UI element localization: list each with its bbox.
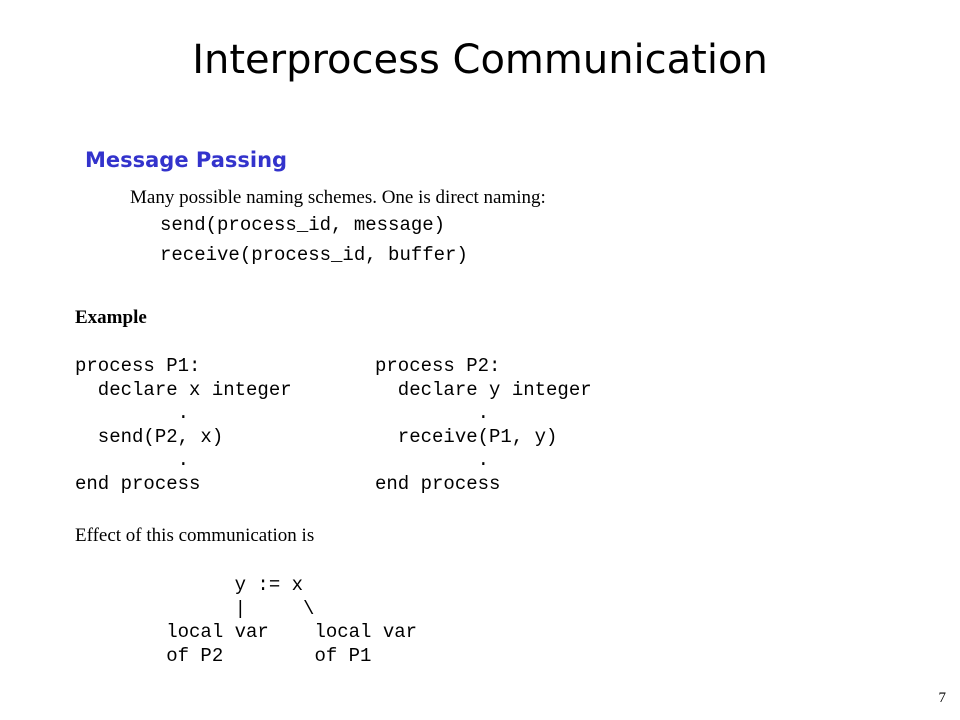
effect-label: Effect of this communication is xyxy=(75,525,315,546)
receive-syntax-line: receive(process_id, buffer) xyxy=(160,244,468,266)
slide-title: Interprocess Communication xyxy=(192,37,768,83)
slide-number: 7 xyxy=(938,690,947,706)
send-syntax-line: send(process_id, message) xyxy=(160,214,446,236)
example-label: Example xyxy=(75,307,147,328)
process-p1-code: process P1: declare x integer . send(P2,… xyxy=(75,355,292,495)
process-p2-code: process P2: declare y integer . receive(… xyxy=(375,355,592,495)
section-heading: Message Passing xyxy=(85,148,288,172)
intro-text: Many possible naming schemes. One is dir… xyxy=(130,187,546,208)
effect-diagram: y := x | \ local var local var of P2 of … xyxy=(166,574,418,667)
